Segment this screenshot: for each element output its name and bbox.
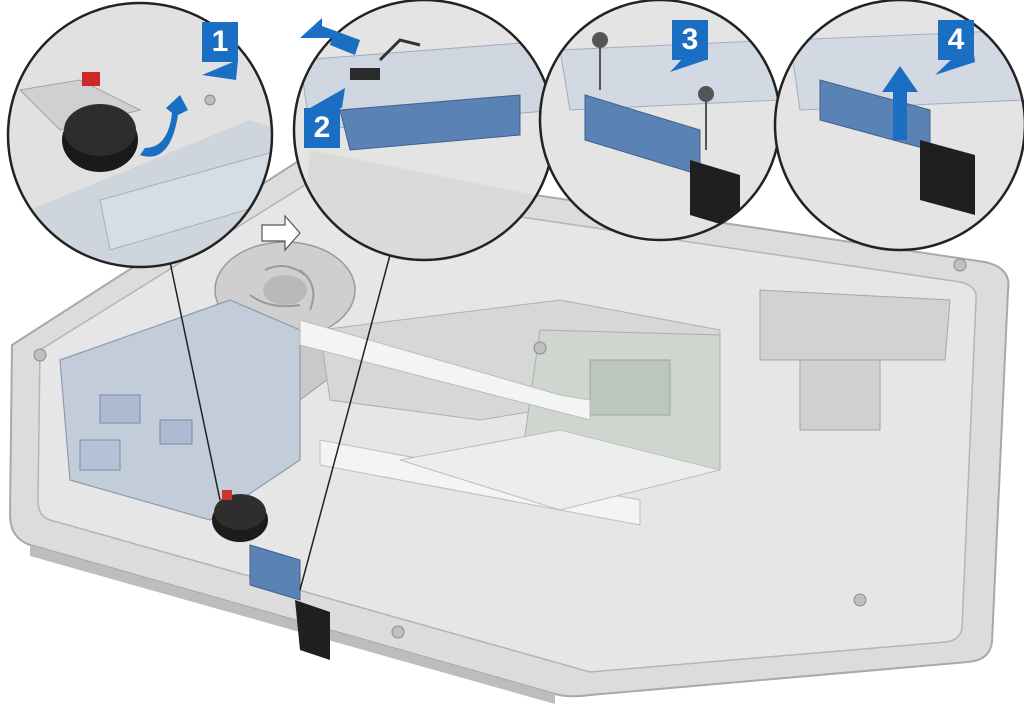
- screw-icon: [853, 593, 867, 607]
- ribbon-cable: [399, 429, 721, 511]
- connector: [350, 68, 380, 80]
- step-badge-3: 3: [672, 20, 708, 60]
- step-badge-4: 4: [938, 20, 974, 60]
- callout-step-3: [538, 0, 782, 242]
- wlan-card: [79, 439, 121, 471]
- callout-step-1: [6, 1, 274, 269]
- board-chip: [159, 419, 193, 445]
- gasket: [690, 160, 740, 230]
- badge-pointer: [310, 88, 345, 108]
- direction-arrow-icon: [140, 95, 188, 157]
- callout-leader: [169, 261, 221, 501]
- screw-icon: [698, 86, 714, 150]
- direction-arrow-icon: [300, 18, 360, 55]
- badge-pointer: [202, 60, 238, 80]
- touchpad-chip: [589, 359, 671, 416]
- screw-icon: [953, 258, 967, 272]
- chassis-front-lip: [30, 545, 555, 704]
- callout-step-4: [773, 0, 1024, 252]
- step-badge-2: 2: [304, 108, 340, 148]
- step-badge-1: 1: [202, 22, 238, 62]
- laptop-base: [8, 158, 1010, 704]
- direction-arrow-icon: [261, 214, 301, 252]
- screw-icon: [33, 348, 47, 362]
- led-gasket: [295, 600, 330, 660]
- screw-icon: [391, 625, 405, 639]
- speaker-module: [759, 289, 951, 361]
- direction-arrow-icon: [882, 66, 918, 140]
- gasket: [920, 140, 975, 215]
- ribbon-cable: [299, 319, 591, 421]
- callout-ring: [773, 0, 1024, 252]
- screw-icon: [592, 32, 608, 90]
- led-board-installed: [249, 544, 301, 601]
- coin-cell-battery-icon: [212, 490, 268, 542]
- ssd-module: [799, 359, 881, 431]
- board-chip: [99, 394, 141, 424]
- coin-cell-battery-icon: [62, 72, 138, 172]
- screw-icon: [204, 94, 216, 106]
- callout-ring: [6, 1, 274, 269]
- callout-leader: [299, 254, 391, 591]
- screw-icon: [533, 341, 547, 355]
